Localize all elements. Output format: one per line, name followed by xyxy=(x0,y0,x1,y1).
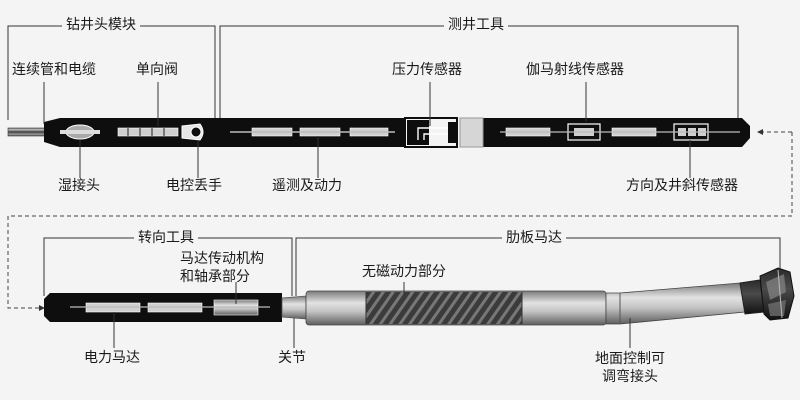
label-logging-tools: 测井工具 xyxy=(444,17,508,33)
label-drill-head-module: 钻井头模块 xyxy=(62,17,140,33)
label-nonmag-power: 无磁动力部分 xyxy=(362,264,446,280)
label-pressure-sensor: 压力传感器 xyxy=(392,62,462,78)
label-joint: 关节 xyxy=(278,350,306,366)
bottom-leaders xyxy=(113,282,631,348)
label-electric-release: 电控丢手 xyxy=(166,178,222,194)
label-rib-motor: 肋板马达 xyxy=(502,230,566,246)
adjustable-bend-housing xyxy=(605,282,746,325)
check-valve-shape xyxy=(117,127,179,137)
bracket-logging-tools xyxy=(219,25,739,120)
top-brackets xyxy=(7,25,739,120)
label-steering-tool: 转向工具 xyxy=(134,230,198,246)
label-adjustable-bend: 地面控制可 调弯接头 xyxy=(595,351,665,385)
continuation-connector xyxy=(7,129,793,311)
label-coiled-tubing: 连续管和电缆 xyxy=(12,62,96,78)
label-check-valve: 单向阀 xyxy=(136,62,178,78)
bottom-tool-string xyxy=(44,267,795,326)
label-electric-motor: 电力马达 xyxy=(84,350,140,366)
label-direction-sensor: 方向及井斜传感器 xyxy=(626,178,738,194)
label-motor-transmission: 马达传动机构 和轴承部分 xyxy=(180,251,264,285)
joint-shape xyxy=(281,295,307,320)
label-gamma-sensor: 伽马射线传感器 xyxy=(526,62,624,78)
label-wet-connector: 湿接头 xyxy=(58,178,100,194)
top-tool-string xyxy=(7,117,750,148)
top-leaders xyxy=(43,82,691,178)
label-telemetry-power: 遥测及动力 xyxy=(272,178,342,194)
